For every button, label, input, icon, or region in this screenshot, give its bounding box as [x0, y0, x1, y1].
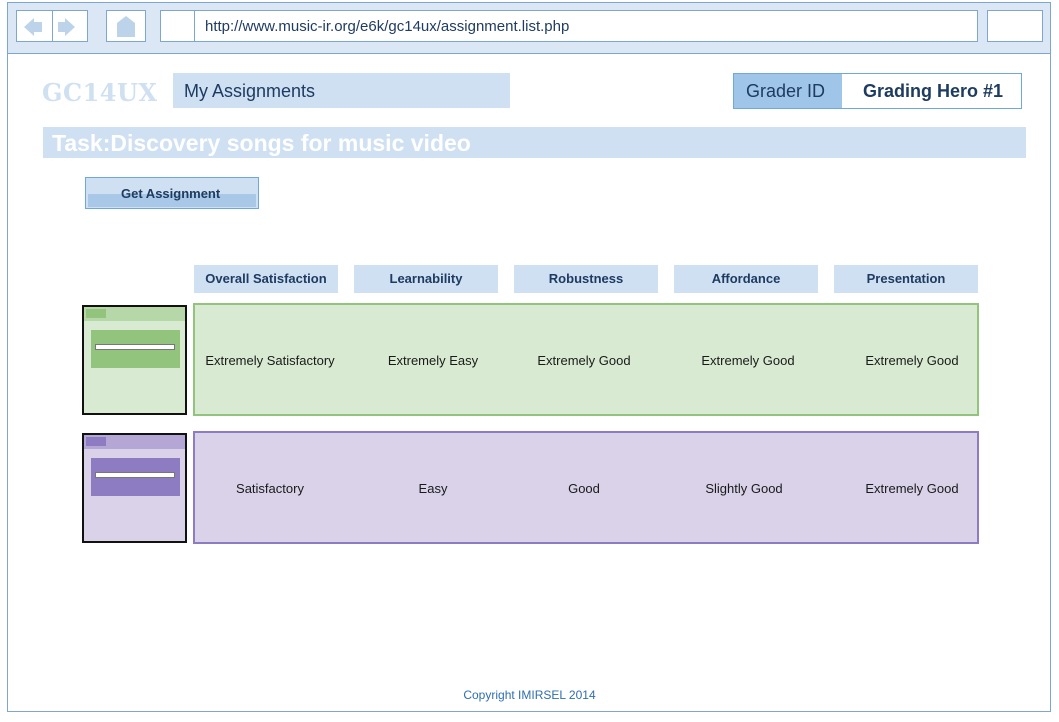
address-bar[interactable]: http://www.music-ir.org/e6k/gc14ux/assig…: [160, 10, 978, 42]
thumbnail-logo: [86, 437, 106, 446]
url-text: http://www.music-ir.org/e6k/gc14ux/assig…: [205, 18, 570, 35]
rating-cell: Good: [568, 481, 600, 496]
address-bar-divider: [194, 11, 195, 41]
column-header-robustness: Robustness: [514, 265, 658, 293]
grader-id-value-box: Grading Hero #1: [842, 74, 1021, 108]
nav-buttons: [16, 10, 88, 42]
get-assignment-label: Get Assignment: [121, 186, 221, 201]
column-header-label: Overall Satisfaction: [205, 271, 327, 286]
copyright-footer: Copyright IMIRSEL 2014: [463, 688, 596, 702]
rating-cell: Extremely Satisfactory: [205, 353, 335, 368]
thumbnail-panel: [91, 458, 180, 496]
browser-menu-button[interactable]: [987, 10, 1043, 42]
rating-cell: Extremely Good: [865, 353, 959, 368]
home-button[interactable]: [106, 10, 146, 42]
column-header-label: Presentation: [866, 271, 946, 286]
column-header-label: Learnability: [389, 271, 463, 286]
my-assignments-label: My Assignments: [184, 81, 316, 101]
thumbnail-search-box: [95, 472, 175, 478]
rating-cell: Extremely Good: [537, 353, 631, 368]
get-assignment-button[interactable]: Get Assignment: [85, 177, 259, 209]
task-title: Task:Discovery songs for music video: [52, 130, 471, 156]
grader-id-label-box: Grader ID: [734, 74, 842, 108]
rating-cell: Extremely Easy: [387, 353, 479, 368]
home-icon: [117, 16, 135, 23]
grader-id-box: Grader ID Grading Hero #1: [733, 73, 1022, 109]
back-arrow-tail: [34, 22, 42, 32]
column-header-overall-satisfaction: Overall Satisfaction: [194, 265, 338, 293]
thumbnail-panel: [91, 330, 180, 368]
grader-id-label: Grader ID: [746, 81, 826, 101]
rating-cell: Extremely Good: [865, 481, 959, 496]
thumbnail-header: [84, 307, 185, 321]
column-header-affordance: Affordance: [674, 265, 818, 293]
system-thumbnail[interactable]: [82, 305, 187, 415]
button-shade: [88, 194, 256, 207]
column-header-learnability: Learnability: [354, 265, 498, 293]
column-header-presentation: Presentation: [834, 265, 978, 293]
nav-divider: [52, 11, 53, 41]
forward-arrow-icon[interactable]: [65, 18, 75, 36]
thumbnail-search-box: [95, 344, 175, 350]
grader-id-value: Grading Hero #1: [863, 81, 1004, 101]
site-logo: GC14UX: [42, 78, 158, 107]
table-row: Satisfactory Easy Good Slightly Good Ext…: [193, 431, 979, 544]
system-thumbnail[interactable]: [82, 433, 187, 543]
back-arrow-icon[interactable]: [24, 18, 34, 36]
rating-cell: Satisfactory: [236, 481, 304, 496]
column-header-label: Affordance: [711, 271, 781, 286]
forward-arrow-tail: [58, 22, 66, 32]
thumbnail-logo: [86, 309, 106, 318]
home-icon-body: [117, 23, 135, 37]
thumbnail-header: [84, 435, 185, 449]
rating-cell: Slightly Good: [705, 481, 783, 496]
rating-cell: Extremely Good: [701, 353, 795, 368]
my-assignments-link[interactable]: My Assignments: [173, 73, 510, 108]
column-header-label: Robustness: [548, 271, 624, 286]
table-row: Extremely Satisfactory Extremely Easy Ex…: [193, 303, 979, 416]
rating-cell: Easy: [418, 481, 448, 496]
task-banner: Task:Discovery songs for music video: [43, 127, 1026, 158]
